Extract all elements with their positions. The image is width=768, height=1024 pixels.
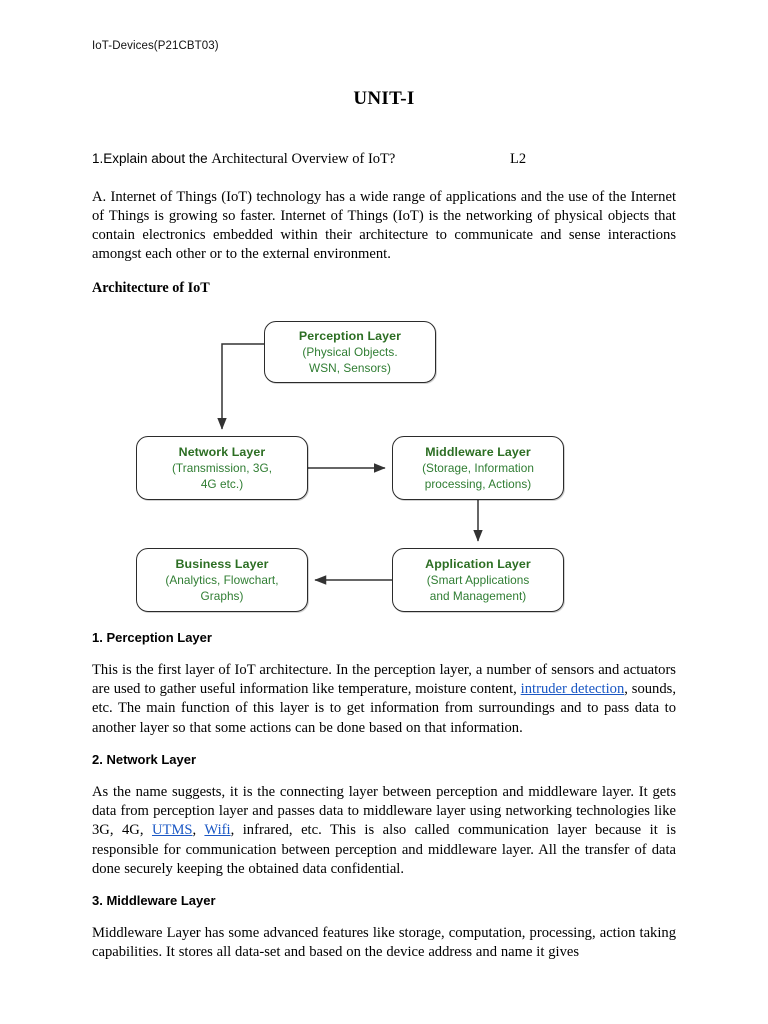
section-heading-middleware: 3. Middleware Layer — [92, 893, 216, 909]
document-header: IoT-Devices(P21CBT03) — [92, 40, 219, 52]
text-run: This is the first layer of IoT architect… — [92, 661, 676, 698]
question-mark-level: L2 — [510, 151, 527, 167]
text-run: As the name suggests, it is the connecti… — [92, 783, 676, 839]
link-wifi[interactable]: Wifi — [204, 822, 231, 839]
section-body-perception: This is the first layer of IoT architect… — [92, 661, 676, 738]
node-subtitle-line1: (Physical Objects. — [302, 345, 398, 360]
question-text: Architectural Overview of IoT? — [211, 151, 396, 167]
section-heading-network: 2. Network Layer — [92, 751, 197, 767]
node-subtitle-line2: and Management) — [429, 588, 527, 603]
diagram-node-network: Network Layer (Transmission, 3G, 4G etc.… — [136, 436, 308, 501]
text-run: , — [192, 822, 205, 839]
node-title: Business Layer — [175, 556, 269, 571]
section-body-network: As the name suggests, it is the connecti… — [92, 783, 676, 879]
node-title: Perception Layer — [298, 328, 402, 343]
node-subtitle-line1: (Transmission, 3G, — [171, 461, 273, 476]
answer-paragraph: A. Internet of Things (IoT) technology h… — [92, 188, 676, 263]
node-title: Application Layer — [425, 556, 531, 571]
section-body-middleware: Middleware Layer has some advanced featu… — [92, 924, 676, 961]
link-utms[interactable]: UTMS — [151, 822, 193, 839]
text-run: , sounds, etc. The main function of this… — [92, 681, 676, 736]
node-subtitle-line2: Graphs) — [200, 588, 244, 603]
node-subtitle-line1: (Smart Applications — [426, 573, 530, 588]
section-heading-perception: 1. Perception Layer — [92, 630, 212, 646]
diagram-node-application: Application Layer (Smart Applications an… — [392, 548, 564, 613]
node-subtitle-line2: WSN, Sensors) — [309, 360, 391, 375]
question-number: 1.Explain about the — [92, 151, 212, 166]
node-subtitle-line1: (Storage, Information — [422, 461, 534, 476]
architecture-heading: Architecture of IoT — [92, 279, 210, 296]
iot-architecture-diagram: Perception Layer (Physical Objects. WSN,… — [92, 311, 676, 616]
node-subtitle-line1: (Analytics, Flowchart, — [165, 573, 279, 588]
document-content: IoT-Devices(P21CBT03) UNIT-I 1.Explain a… — [92, 40, 676, 976]
text-run: , infrared, etc. This is also called com… — [92, 822, 676, 877]
node-subtitle-line2: processing, Actions) — [424, 476, 532, 491]
diagram-node-perception: Perception Layer (Physical Objects. WSN,… — [264, 321, 436, 384]
node-title: Network Layer — [178, 444, 266, 459]
node-title: Middleware Layer — [425, 444, 531, 459]
question-line: 1.Explain about the Architectural Overvi… — [92, 150, 676, 170]
link-intruder-detection[interactable]: intruder detection — [520, 681, 625, 698]
node-subtitle-line2: 4G etc.) — [200, 476, 244, 491]
diagram-node-business: Business Layer (Analytics, Flowchart, Gr… — [136, 548, 308, 613]
diagram-node-middleware: Middleware Layer (Storage, Information p… — [392, 436, 564, 501]
unit-title: UNIT-I — [353, 88, 415, 109]
